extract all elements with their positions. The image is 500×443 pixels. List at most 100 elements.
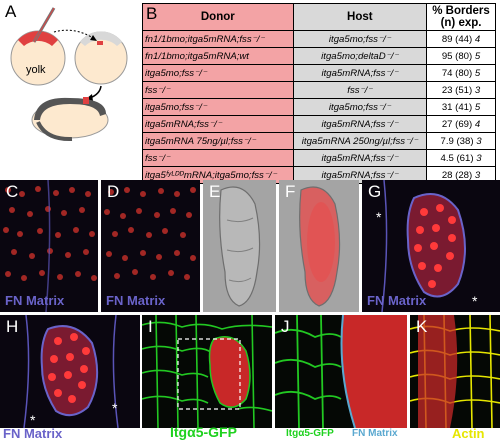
donor-cell: itga5mRNA;fss⁻/⁻ bbox=[142, 115, 294, 133]
embryo-tail bbox=[36, 121, 73, 142]
host-cell: itga5mRNA 250ng/µl;fss⁻/⁻ bbox=[292, 132, 428, 150]
panel-a-schematic: yolk bbox=[10, 7, 128, 142]
table-row: fn1/1bmo;itga5mRNA;fss⁻/⁻ itga5mo;fss⁻/⁻… bbox=[142, 30, 496, 48]
panel-e-image bbox=[203, 180, 276, 312]
table-row: itga5mRNA;fss⁻/⁻ itga5mRNA;fss⁻/⁻ 27 (69… bbox=[142, 115, 496, 133]
pct-value: 74 (80) bbox=[441, 67, 473, 79]
header-borders: % Borders (n) exp. bbox=[426, 3, 496, 31]
asterisk-marker: * bbox=[472, 293, 478, 309]
pct-value: 7.9 (38) bbox=[440, 135, 474, 147]
donor-cell: fn1/1bmo;itga5mRNA;wt bbox=[142, 47, 294, 65]
table-row: itga5ᶠʸᴸᴰᴰmRNA;itga5mo;fss⁻/⁻ itga5mRNA;… bbox=[142, 166, 496, 184]
pct-cell: 4.5 (61) 3 bbox=[426, 149, 496, 167]
transfer-arrow-head bbox=[90, 35, 97, 41]
donor-cell: itga5mRNA 75ng/µl;fss⁻/⁻ bbox=[142, 132, 294, 150]
pct-value: 28 (28) bbox=[441, 169, 473, 181]
host-cell: fss⁻/⁻ bbox=[292, 81, 428, 99]
pct-value: 89 (44) bbox=[441, 33, 473, 45]
header-donor: Donor bbox=[142, 3, 294, 31]
panel-label-b: B bbox=[146, 4, 158, 23]
header-pct: % Borders bbox=[432, 5, 490, 17]
panel-label-c: C bbox=[6, 182, 19, 201]
panel-k: K bbox=[410, 315, 500, 428]
panel-i-image bbox=[142, 315, 272, 428]
panel-k-image bbox=[410, 315, 500, 428]
host-cell: itga5mRNA;fss⁻/⁻ bbox=[292, 115, 428, 133]
donor-cell: fss⁻/⁻ bbox=[142, 81, 294, 99]
fn-matrix-boundary bbox=[45, 180, 51, 312]
needle-contents bbox=[33, 7, 55, 43]
panel-c: C FN Matrix bbox=[0, 180, 98, 312]
panel-h: * * H bbox=[0, 315, 140, 428]
clone bbox=[208, 336, 251, 408]
clone bbox=[418, 315, 458, 428]
exp-value: 3 bbox=[476, 135, 482, 147]
pct-cell: 95 (80) 5 bbox=[426, 47, 496, 65]
gfp-membranes bbox=[275, 315, 342, 428]
panel-c-image bbox=[3, 180, 97, 312]
gfp-membranes bbox=[142, 315, 272, 428]
header-n-exp: (n) exp. bbox=[440, 17, 482, 29]
cell-boundaries bbox=[226, 217, 254, 283]
table-header-row: Donor Host % Borders (n) exp. bbox=[142, 3, 496, 31]
actin-caption: Actin bbox=[452, 426, 485, 441]
panel-e: E bbox=[203, 180, 276, 312]
nuclei bbox=[104, 187, 196, 280]
panel-j: J bbox=[275, 315, 407, 428]
pct-value: 4.5 (61) bbox=[440, 152, 474, 164]
pct-cell: 74 (80) 5 bbox=[426, 64, 496, 82]
asterisk-marker: * bbox=[30, 412, 36, 428]
panel-j-image bbox=[275, 315, 407, 428]
transplanted-clone bbox=[83, 97, 89, 104]
panel-f-image bbox=[279, 180, 359, 312]
table-row: itga5mo;fss⁻/⁻ itga5mo;fss⁻/⁻ 31 (41) 5 bbox=[142, 98, 496, 116]
itga5-gfp-caption-small: Itgα5-GFP bbox=[286, 428, 334, 439]
panel-a: yolk A bbox=[0, 0, 140, 142]
fn-matrix-caption: FN Matrix bbox=[5, 293, 65, 308]
transplant-results-table: Donor Host % Borders (n) exp. fn1/1bmo;i… bbox=[142, 3, 496, 184]
itga5-gfp-caption: Itgα5-GFP bbox=[170, 424, 237, 440]
panel-label-e: E bbox=[209, 182, 221, 201]
fn-matrix-caption-small: FN Matrix bbox=[352, 428, 398, 439]
fn-matrix-caption: FN Matrix bbox=[3, 426, 63, 441]
panel-d-image bbox=[104, 187, 196, 280]
pct-cell: 31 (41) 5 bbox=[426, 98, 496, 116]
fn-matrix-border bbox=[340, 315, 356, 428]
fn-matrix-left bbox=[381, 180, 388, 312]
cell-clone-outline bbox=[219, 186, 261, 307]
zoom-region-box bbox=[177, 338, 241, 410]
fn-matrix-right bbox=[112, 315, 119, 428]
asterisk-marker: * bbox=[112, 400, 118, 416]
yolk-label: yolk bbox=[26, 64, 46, 76]
panel-label-j: J bbox=[281, 317, 290, 336]
panel-g: * * G FN Matrix bbox=[362, 180, 500, 312]
host-cell: itga5mo;fss⁻/⁻ bbox=[292, 98, 428, 116]
donor-cell: fn1/1bmo;itga5mRNA;fss⁻/⁻ bbox=[142, 30, 294, 48]
exp-value: 4 bbox=[474, 118, 481, 130]
table-row: fss⁻/⁻ itga5mRNA;fss⁻/⁻ 4.5 (61) 3 bbox=[142, 149, 496, 167]
exp-value: 5 bbox=[474, 101, 481, 113]
clone-fluorescence bbox=[307, 202, 335, 282]
host-cell: itga5mo;fss⁻/⁻ bbox=[292, 30, 428, 48]
panel-label-g: G bbox=[368, 182, 382, 201]
pct-cell: 89 (44) 4 bbox=[426, 30, 496, 48]
header-host: Host bbox=[292, 3, 428, 31]
donor-cell: itga5mo;fss⁻/⁻ bbox=[142, 98, 294, 116]
panel-i: I bbox=[142, 315, 272, 428]
exp-value: 4 bbox=[474, 33, 481, 45]
exp-value: 3 bbox=[474, 84, 481, 96]
clone-nuclei bbox=[414, 204, 456, 288]
pct-cell: 23 (51) 3 bbox=[426, 81, 496, 99]
pct-value: 23 (51) bbox=[441, 84, 473, 96]
pct-value: 95 (80) bbox=[441, 50, 473, 62]
host-cells bbox=[80, 31, 122, 46]
panel-label-d: D bbox=[107, 182, 120, 201]
exp-value: 3 bbox=[476, 152, 482, 164]
exp-value: 5 bbox=[474, 67, 481, 79]
panel-label-f: F bbox=[285, 182, 296, 201]
exp-value: 3 bbox=[474, 169, 481, 181]
table-row: fss⁻/⁻ fss⁻/⁻ 23 (51) 3 bbox=[142, 81, 496, 99]
donor-cell: fss⁻/⁻ bbox=[142, 149, 294, 167]
host-cell: itga5mo;deltaD⁻/⁻ bbox=[292, 47, 428, 65]
fn-matrix-left bbox=[23, 315, 30, 428]
